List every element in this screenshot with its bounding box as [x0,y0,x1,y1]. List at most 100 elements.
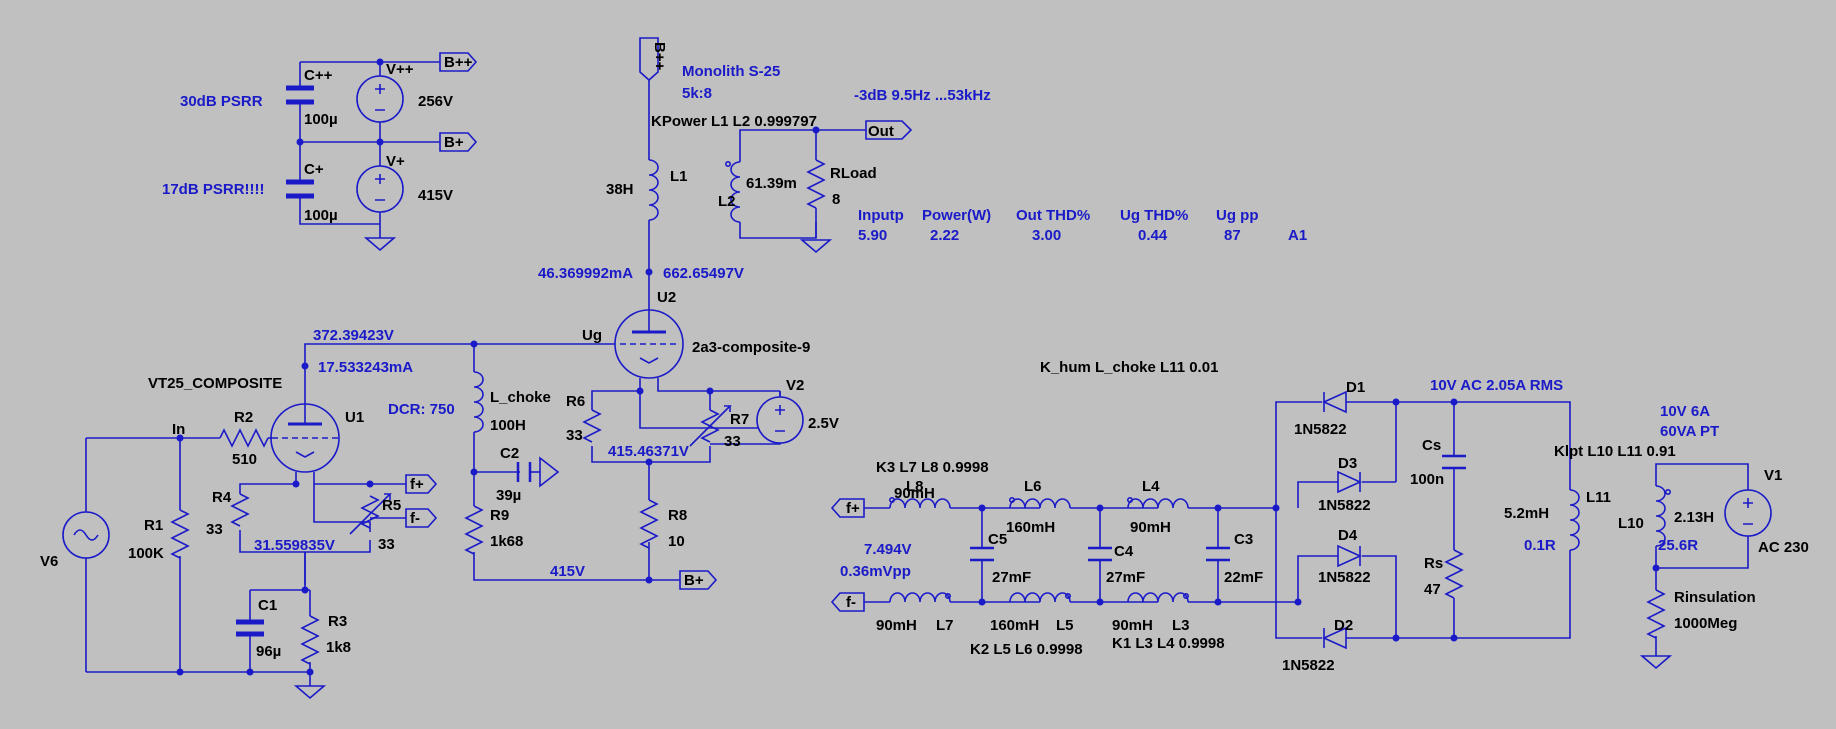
value-inputp: 5.90 [858,227,887,244]
value-r6: 33 [566,427,583,444]
capacitor-c3[interactable] [1206,546,1230,562]
ground-icon [799,239,833,254]
inductor-l-choke[interactable] [473,371,484,433]
voltage-source-v-plus[interactable] [356,165,404,213]
triode-u1[interactable] [270,403,340,473]
label-c1: C1 [258,597,277,614]
resistor-rs[interactable] [1444,549,1464,599]
label-r1: R1 [144,517,163,534]
voltage-source-v-plus-plus[interactable] [356,75,404,123]
model-d4: 1N5822 [1318,569,1371,586]
annotation-v-372: 372.39423V [313,327,394,344]
value-c5: 27mF [992,569,1031,586]
annotation-pt-va: 60VA PT [1660,423,1719,440]
value-l6: 160mH [1006,519,1055,536]
resistor-r5[interactable] [349,493,392,535]
inductor-l5[interactable] [1009,592,1072,603]
resistor-r3[interactable] [300,615,320,665]
header-out-thd: Out THD% [1016,207,1090,224]
net-label-f-plus[interactable] [405,474,438,494]
value-l4: 90mH [1130,519,1171,536]
capacitor-c-plus[interactable] [286,179,314,199]
header-ug-pp: Ug pp [1216,207,1259,224]
voltage-source-v6[interactable] [62,511,110,559]
net-f-plus-in-text: f+ [846,500,860,517]
header-ug-thd: Ug THD% [1120,207,1188,224]
net-f-plus-text: f+ [410,476,424,493]
value-l8: 90mH [894,485,935,502]
net-label-b-plus-2[interactable] [679,570,718,590]
resistor-r4[interactable] [230,493,250,527]
annotation-l11-r: 0.1R [1524,537,1556,554]
capacitor-c2[interactable] [516,462,540,482]
resistor-rinsulation[interactable] [1646,589,1666,639]
label-k3: K3 L7 L8 0.9998 [876,459,989,476]
inductor-l8[interactable] [888,496,951,509]
label-k2: K2 L5 L6 0.9998 [970,641,1083,658]
capacitor-c4[interactable] [1088,546,1112,562]
value-ug-pp: 87 [1224,227,1241,244]
label-l7: L7 [936,617,954,634]
inductor-l6[interactable] [1008,496,1071,509]
value-c-plus-plus: 100µ [304,111,338,128]
net-label-out[interactable] [865,120,913,140]
capacitor-c1[interactable] [236,619,264,637]
label-ug: Ug [582,327,602,344]
inductor-l1[interactable] [648,159,659,221]
inductor-l4[interactable] [1127,496,1189,509]
labels: C++ 100µ V++ 256V B++ 30dB PSRR 17dB PSR… [40,42,1809,674]
capacitor-c5[interactable] [970,546,994,562]
resistor-r8[interactable] [639,499,659,549]
value-cs: 100n [1410,471,1444,488]
capacitor-c-plus-plus[interactable] [286,85,314,105]
label-l10: L10 [1618,515,1644,532]
value-rs: 47 [1424,581,1441,598]
resistor-r2[interactable] [219,428,269,448]
header-power: Power(W) [922,207,991,224]
label-r8: R8 [668,507,687,524]
inductor-l11[interactable] [1569,489,1580,551]
value-l5: 160mH [990,617,1039,634]
net-label-b-plus[interactable] [439,132,478,152]
net-label-b-plus-plus[interactable] [439,52,478,72]
net-b-plus-2-text: B+ [684,572,704,589]
annotation-10v-ac: 10V AC 2.05A RMS [1430,377,1563,394]
voltage-source-v1[interactable] [1724,489,1772,537]
resistor-r9[interactable] [464,505,484,555]
label-v-plus: V+ [386,153,405,170]
resistor-r6[interactable] [582,409,602,443]
annotation-psrr-30: 30dB PSRR [180,93,263,110]
voltage-source-v2[interactable] [756,396,804,444]
value-v-plus: 415V [418,187,453,204]
value-ug-thd: 0.44 [1138,227,1168,244]
resistor-rload[interactable] [806,159,826,209]
net-label-b-plus-plus-top[interactable] [639,37,659,82]
annotation-dcr: DCR: 750 [388,401,455,418]
capacitor-cs[interactable] [1442,454,1466,470]
resistor-r1[interactable] [170,509,190,559]
label-r6: R6 [566,393,585,410]
annotation-v-415-46: 415.46371V [608,443,689,460]
diode-d3[interactable] [1337,470,1362,494]
label-u2: U2 [657,289,676,306]
annotation-pt-rating: 10V 6A [1660,403,1710,420]
inductor-l7[interactable] [889,592,951,603]
net-b-plus-plus-text: B++ [444,54,473,71]
label-rinsulation: Rinsulation [1674,589,1756,606]
inductor-l10[interactable] [1655,485,1672,547]
value-c2: 39µ [496,487,521,504]
inductor-l2[interactable] [724,161,741,223]
annotation-u2-current: 46.369992mA [538,265,633,282]
resistor-r7[interactable] [689,405,732,447]
value-r1: 100K [128,545,164,562]
diode-d4[interactable] [1337,544,1362,568]
diode-d2[interactable] [1322,626,1347,650]
triode-u2[interactable] [614,309,684,379]
label-l11: L11 [1586,489,1611,506]
diode-d1[interactable] [1322,390,1347,414]
net-label-f-minus[interactable] [405,508,438,528]
model-d1: 1N5822 [1294,421,1347,438]
inductor-l3[interactable] [1127,592,1190,603]
annotation-v-31: 31.559835V [254,537,335,554]
